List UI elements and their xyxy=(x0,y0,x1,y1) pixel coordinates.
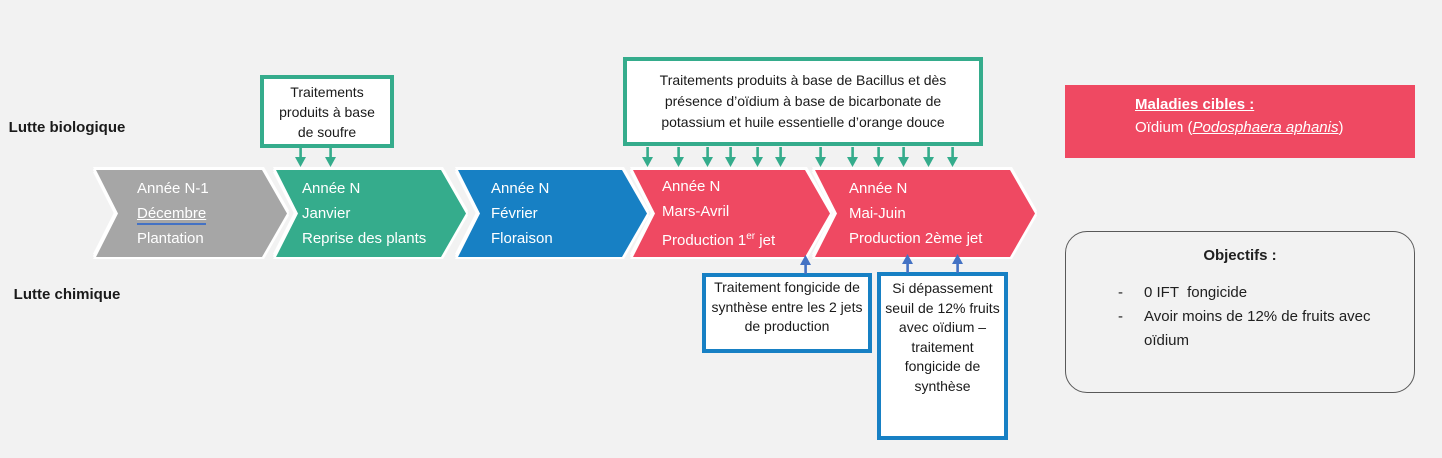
segment-year: Année N xyxy=(849,180,908,197)
bullet-marker: - xyxy=(1118,284,1123,301)
segment-year: Année N xyxy=(491,180,550,197)
maladies-body: Oïdium (Podosphaera aphanis) xyxy=(1135,119,1344,136)
segment-month: Décembre xyxy=(137,205,207,225)
label-lutte-biologique: Lutte biologique xyxy=(8,119,126,136)
segment-stage: Production 1er jet xyxy=(662,231,776,249)
timeline-segment-floraison: Année N Février Floraison xyxy=(458,170,647,257)
segment-month: Mai-Juin xyxy=(849,205,906,222)
timeline-segment-reprise: Année N Janvier Reprise des plants xyxy=(276,170,466,257)
down-arrow-icon xyxy=(898,147,909,167)
down-arrow-icon xyxy=(325,147,336,167)
objectifs-title: Objectifs : xyxy=(1203,247,1277,264)
bullet-marker: - xyxy=(1118,308,1123,325)
bullet-text: Avoir moins de 12% de fruits avec oïdium xyxy=(1144,308,1375,349)
up-arrow-icon xyxy=(952,254,963,273)
callout-text: Traitements produits à base de soufre xyxy=(279,83,375,140)
segment-month: Février xyxy=(491,205,538,222)
chevron-shape xyxy=(276,170,466,257)
list-item: - Avoir moins de 12% de fruits avec oïdi… xyxy=(1118,305,1414,353)
chevron-shape xyxy=(458,170,647,257)
objectifs-list: - 0 IFT fongicide - Avoir moins de 12% d… xyxy=(1118,281,1414,353)
callout-maladies-cibles: Maladies cibles : Oïdium (Podosphaera ap… xyxy=(1065,85,1415,158)
timeline-segment-production-1er-jet: Année N Mars-Avril Production 1er jet xyxy=(633,170,830,257)
down-arrow-icon xyxy=(815,147,826,167)
down-arrow-icon xyxy=(752,147,763,167)
segment-year: Année N xyxy=(662,178,721,195)
down-arrow-icon xyxy=(847,147,858,167)
callout-threshold-12pct: Si dépassement seuil de 12% fruits avec … xyxy=(877,272,1008,440)
chevron-shape xyxy=(815,170,1035,257)
timeline-segment-production-2eme-jet: Année N Mai-Juin Production 2ème jet xyxy=(815,170,1035,257)
down-arrow-icon xyxy=(702,147,713,167)
segment-year: Année N-1 xyxy=(137,180,209,197)
down-arrow-icon xyxy=(725,147,736,167)
callout-fongicide-between-jets: Traitement fongicide de synthèse entre l… xyxy=(702,273,872,353)
callout-sulfur-treatments: Traitements produits à base de soufre xyxy=(260,75,394,148)
segment-year: Année N xyxy=(302,180,361,197)
list-item: - 0 IFT fongicide xyxy=(1118,281,1414,305)
callout-text: Si dépassement seuil de 12% fruits avec … xyxy=(885,280,1000,394)
chevron-shape xyxy=(96,170,287,257)
segment-month: Mars-Avril xyxy=(662,203,730,220)
timeline-segment-plantation: Année N-1 Décembre Plantation xyxy=(96,170,287,257)
callout-bacillus-treatments: Traitements produits à base de Bacillus … xyxy=(623,57,983,146)
species-name: Podosphaera aphanis xyxy=(1192,119,1339,136)
segment-stage: Floraison xyxy=(491,230,553,247)
down-arrow-icon xyxy=(923,147,934,167)
down-arrow-icon xyxy=(947,147,958,167)
up-arrow-icon xyxy=(902,254,913,273)
chevron-shape xyxy=(633,170,830,257)
callout-text: Traitement fongicide de synthèse entre l… xyxy=(711,279,863,334)
objectifs-panel: Objectifs : - 0 IFT fongicide - Avoir mo… xyxy=(1065,231,1415,393)
label-lutte-chimique: Lutte chimique xyxy=(13,286,121,303)
segment-stage: Reprise des plants xyxy=(302,230,427,247)
down-arrow-icon xyxy=(673,147,684,167)
segment-month: Janvier xyxy=(302,205,351,222)
down-arrow-icon xyxy=(873,147,884,167)
bullet-text: 0 IFT fongicide xyxy=(1144,284,1248,301)
maladies-title: Maladies cibles : xyxy=(1135,96,1255,113)
up-arrow-icon xyxy=(800,255,811,274)
down-arrow-icon xyxy=(642,147,653,167)
down-arrow-icon xyxy=(775,147,786,167)
callout-text: Traitements produits à base de Bacillus … xyxy=(659,72,947,130)
segment-stage: Production 2ème jet xyxy=(849,230,983,247)
segment-stage: Plantation xyxy=(137,230,204,247)
down-arrow-icon xyxy=(295,147,306,167)
